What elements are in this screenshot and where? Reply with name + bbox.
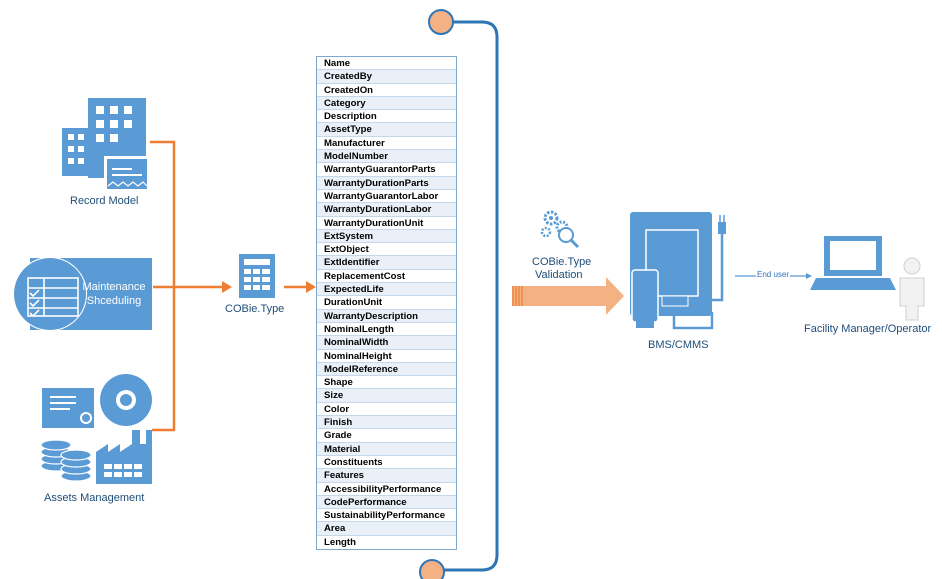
field-row: WarrantyDurationUnit bbox=[317, 217, 456, 230]
validation-subtitle: Validation bbox=[535, 269, 583, 281]
field-row: ModelNumber bbox=[317, 150, 456, 164]
field-row: ExtIdentifier bbox=[317, 256, 456, 270]
field-row: Finish bbox=[317, 416, 456, 430]
field-row: CreatedOn bbox=[317, 84, 456, 97]
field-row: CodePerformance bbox=[317, 495, 456, 510]
field-row: NominalHeight bbox=[317, 350, 456, 363]
field-row: WarrantyDurationLabor bbox=[317, 203, 456, 217]
field-row: DurationUnit bbox=[317, 296, 456, 310]
record-model-label: Record Model bbox=[70, 195, 139, 207]
bms-device-icon bbox=[630, 212, 726, 330]
field-row: NominalLength bbox=[317, 323, 456, 337]
field-row: Color bbox=[317, 403, 456, 417]
validation-title: COBie.Type bbox=[532, 256, 592, 268]
field-row: WarrantyDescription bbox=[317, 309, 456, 323]
field-row: Name bbox=[317, 57, 456, 71]
list-bracket-line bbox=[441, 20, 499, 572]
validation-arrow bbox=[512, 277, 624, 315]
arrow-to-field-list bbox=[306, 281, 316, 293]
field-row: Category bbox=[317, 96, 456, 111]
cobie-type-label: COBie.Type bbox=[225, 303, 285, 315]
gear-magnifier-icon bbox=[540, 210, 580, 249]
field-row: Shape bbox=[317, 376, 456, 390]
bms-cmms-label: BMS/CMMS bbox=[648, 339, 709, 351]
disc-icon bbox=[100, 374, 152, 426]
field-row: WarrantyDurationParts bbox=[317, 176, 456, 190]
field-row: Size bbox=[317, 389, 456, 403]
field-row: Features bbox=[317, 469, 456, 483]
field-row: Manufacturer bbox=[317, 137, 456, 151]
field-row: SustainabilityPerformance bbox=[317, 509, 456, 523]
person-icon bbox=[899, 257, 925, 321]
database-icon bbox=[40, 439, 92, 482]
end-user-label: End user bbox=[756, 270, 791, 279]
field-row: AccessibilityPerformance bbox=[317, 483, 456, 496]
end-user-arrowhead bbox=[806, 273, 812, 279]
field-row: Grade bbox=[317, 429, 456, 443]
source-connector-lines bbox=[150, 140, 306, 432]
field-row: Length bbox=[324, 536, 356, 548]
field-row: CreatedBy bbox=[317, 70, 456, 84]
laptop-icon bbox=[810, 236, 896, 290]
arrow-to-cobie-icon bbox=[222, 281, 232, 293]
field-row: WarrantyGuarantorLabor bbox=[317, 190, 456, 204]
maintenance-label: Maintenance Shceduling bbox=[82, 281, 146, 307]
spreadsheet-icon bbox=[239, 254, 275, 298]
field-row: AssetType bbox=[317, 123, 456, 137]
field-row: Material bbox=[317, 442, 456, 456]
field-row: Area bbox=[317, 522, 456, 536]
bracket-bottom-handle bbox=[419, 559, 445, 579]
field-row: NominalWidth bbox=[317, 336, 456, 350]
certificate-icon bbox=[42, 388, 94, 428]
field-row: ExtObject bbox=[317, 243, 456, 257]
field-row: ModelReference bbox=[317, 362, 456, 377]
factory-icon bbox=[96, 430, 152, 484]
bracket-top-handle bbox=[428, 9, 454, 35]
field-row: WarrantyGuarantorParts bbox=[317, 163, 456, 177]
field-row: ReplacementCost bbox=[317, 270, 456, 284]
field-row: ExtSystem bbox=[317, 229, 456, 244]
field-row: ExpectedLife bbox=[317, 283, 456, 297]
building-icon bbox=[62, 98, 150, 192]
facility-manager-label: Facility Manager/Operator bbox=[804, 323, 932, 335]
schedule-icon bbox=[27, 277, 79, 318]
field-row: Description bbox=[317, 110, 456, 124]
field-row: Constituents bbox=[317, 456, 456, 470]
assets-management-label: Assets Management bbox=[44, 492, 145, 504]
